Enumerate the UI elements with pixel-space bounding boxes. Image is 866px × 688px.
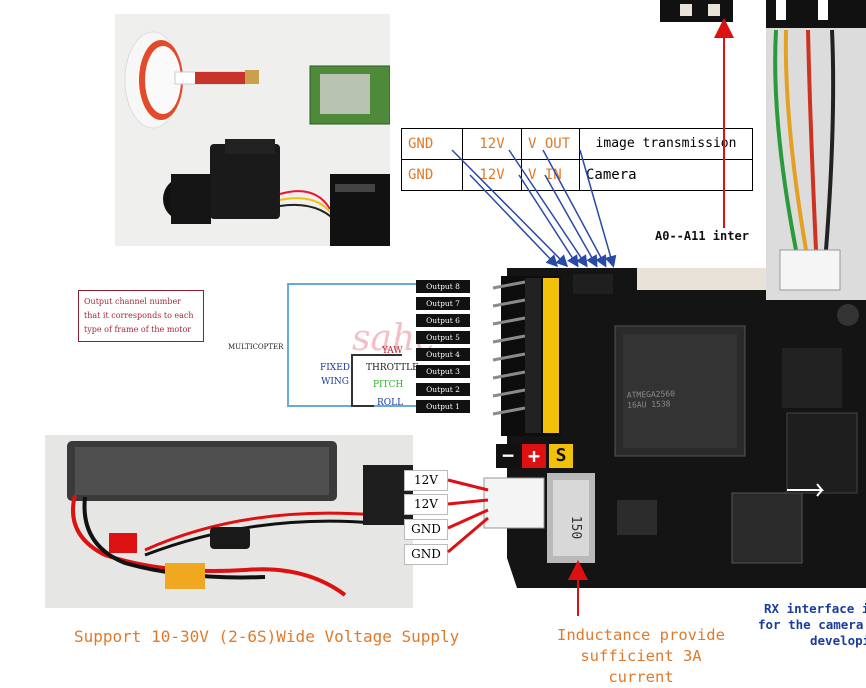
- power-pin-gnd-1: GND: [404, 519, 448, 540]
- function-pitch: PITCH: [373, 380, 404, 390]
- pin-sign-minus: −: [496, 444, 520, 468]
- fixed-wing-label: FIXED WING: [320, 363, 350, 387]
- inductance-caption: Inductance provide sufficient 3A current: [546, 625, 736, 688]
- function-throttle: THROTTLE: [366, 363, 419, 373]
- analog-interface-label: A0--A11 inter: [655, 229, 749, 243]
- output-channel-note: Output channel number that it correspond…: [78, 290, 204, 342]
- rx-cable-inset: [766, 0, 866, 300]
- power-pin-gnd-2: GND: [404, 544, 448, 565]
- output-2-label: Output 2: [416, 383, 470, 396]
- function-roll: ROLL: [377, 398, 404, 408]
- camera-connector-inset: [660, 0, 733, 22]
- output-1-label: Output 1: [416, 400, 470, 413]
- rx-caption-line1: RX interface is: [764, 601, 866, 616]
- frame-bracket-lines: [287, 283, 416, 407]
- power-connector: [447, 477, 545, 554]
- rx-caption-line2: for the camera t: [758, 617, 866, 632]
- flight-controller-board: [487, 268, 866, 588]
- multicopter-label: MULTICOPTER: [228, 343, 284, 351]
- battery-cable-photo: [45, 435, 413, 608]
- output-4-label: Output 4: [416, 348, 470, 361]
- pin-sign-signal: S: [549, 444, 573, 468]
- rx-caption: RX interface is for the camera t develop…: [758, 601, 866, 649]
- rx-caption-line3: developi: [810, 633, 866, 648]
- output-3-label: Output 3: [416, 365, 470, 378]
- function-yaw: YAW: [382, 346, 403, 356]
- supply-caption: Support 10-30V (2-6S)Wide Voltage Supply: [74, 627, 460, 646]
- power-pin-12v-1: 12V: [404, 470, 448, 491]
- pin-sign-plus: +: [522, 444, 546, 468]
- power-pin-12v-2: 12V: [404, 494, 448, 515]
- camera-transmitter-photo: [115, 14, 390, 246]
- output-6-label: Output 6: [416, 314, 470, 327]
- gnd-cell: GND: [401, 128, 463, 160]
- inductance-caption-line1: Inductance provide: [557, 626, 725, 644]
- output-7-label: Output 7: [416, 297, 470, 310]
- gnd-cell: GND: [401, 159, 463, 191]
- inductance-caption-line2: sufficient 3A current: [580, 647, 702, 686]
- vout-cell: V OUT: [521, 128, 580, 160]
- output-8-label: Output 8: [416, 280, 470, 293]
- output-5-label: Output 5: [416, 331, 470, 344]
